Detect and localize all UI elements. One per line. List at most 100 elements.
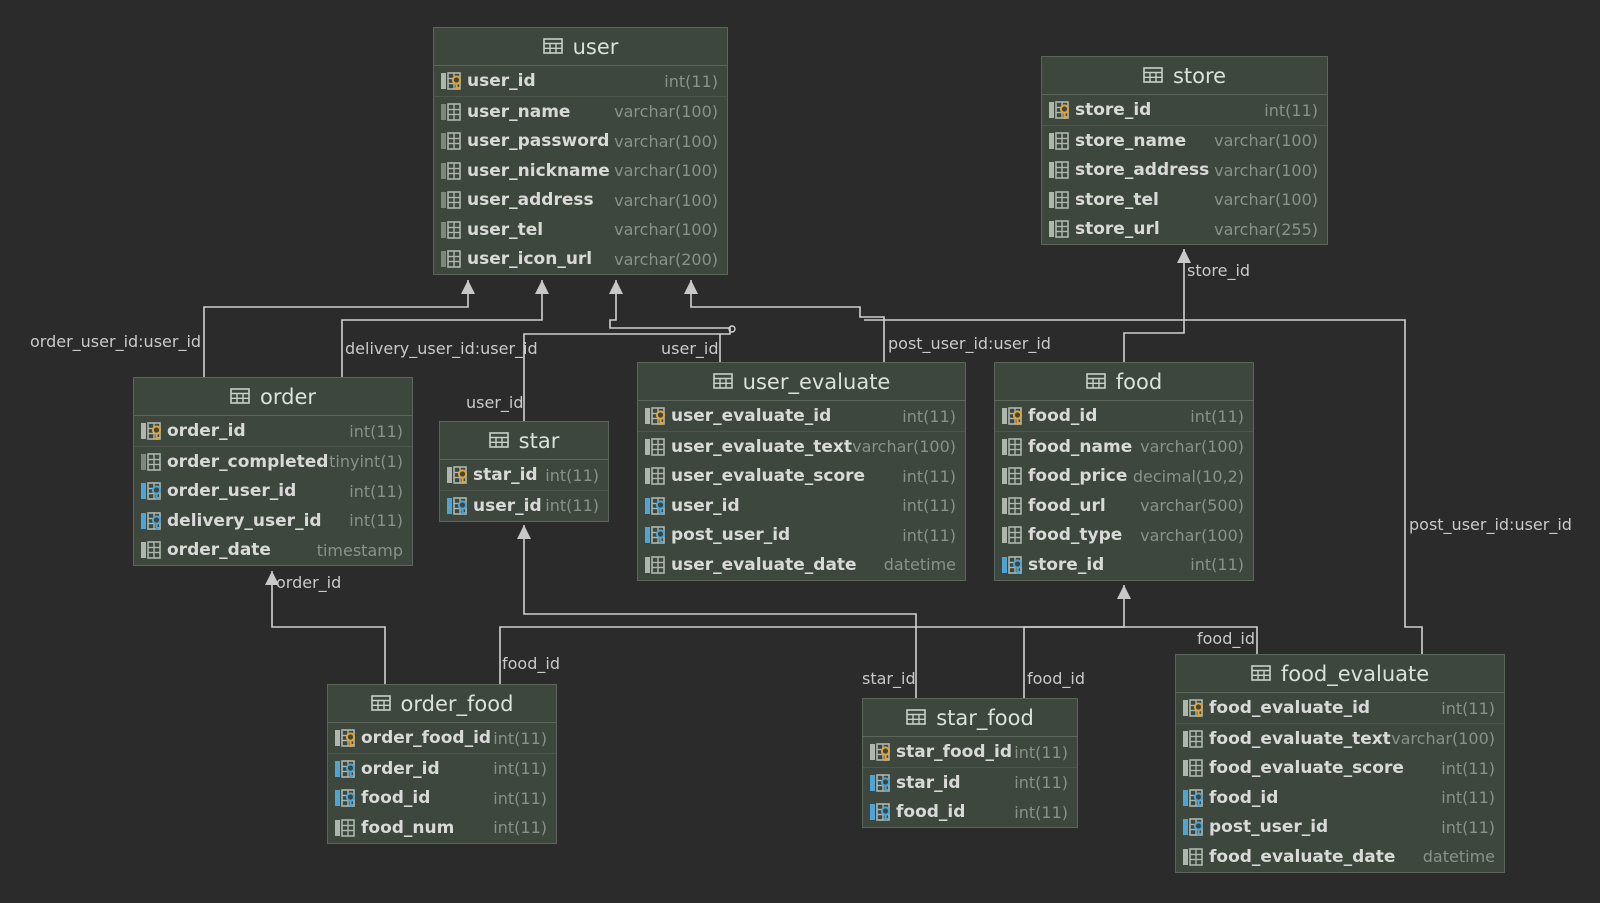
table-header[interactable]: store	[1042, 57, 1327, 95]
column-type: varchar(100)	[1214, 131, 1318, 151]
foreign-key-icon	[140, 481, 164, 501]
foreign-key-icon	[1182, 788, 1206, 808]
table-header[interactable]: star_food	[863, 699, 1077, 737]
table-header[interactable]: user_evaluate	[638, 363, 965, 401]
relation-line-sf-food[interactable]	[1023, 626, 1124, 698]
column-name: user_tel	[467, 219, 544, 240]
relation-line-ue-post[interactable]	[690, 280, 885, 362]
column-type: int(11)	[545, 465, 599, 485]
column-name: order_id	[361, 758, 440, 779]
column-type: int(11)	[1190, 406, 1244, 426]
table-header[interactable]: food	[995, 363, 1253, 401]
index-column-icon	[440, 249, 464, 269]
column-name: star_id	[896, 772, 961, 793]
relation-line-order-user[interactable]	[203, 280, 469, 377]
table-header[interactable]: order	[134, 378, 412, 416]
primary-key-icon	[334, 728, 358, 748]
column-icon	[1048, 131, 1072, 151]
relation-line-food-store[interactable]	[1123, 249, 1185, 362]
primary-key-icon	[140, 421, 164, 441]
relation-line-fe-post[interactable]	[864, 319, 1423, 654]
line-junction-icon	[728, 325, 736, 333]
relation-label-order-user: order_user_id:user_id	[30, 332, 202, 351]
relation-line-sf-star[interactable]	[523, 525, 917, 698]
relation-line-star-user[interactable]	[523, 280, 731, 421]
foreign-key-icon	[1001, 555, 1025, 575]
column-name: food_evaluate_text	[1209, 728, 1391, 749]
relation-line-fe-food[interactable]	[1124, 626, 1258, 654]
column-name: user_address	[467, 190, 594, 211]
table-icon	[906, 706, 926, 730]
column-type: int(11)	[493, 759, 547, 779]
primary-key-icon	[1048, 100, 1072, 120]
column-icon	[644, 466, 668, 486]
column-name: user_nickname	[467, 160, 610, 181]
column-type: varchar(100)	[1214, 160, 1318, 180]
column-type: int(11)	[493, 728, 547, 748]
table-header[interactable]: order_food	[328, 685, 556, 723]
relation-line-of-order[interactable]	[271, 571, 386, 684]
relation-label-food-store: store_id	[1187, 261, 1251, 280]
relation-line-order-delivery[interactable]	[341, 280, 543, 377]
arrow-head-icon	[265, 571, 279, 585]
table-header[interactable]: star	[440, 422, 608, 460]
relation-line-of-food[interactable]	[499, 585, 1125, 684]
column-name: user_id	[467, 71, 536, 91]
table-header[interactable]: food_evaluate	[1176, 655, 1504, 693]
table-header[interactable]: user	[434, 28, 727, 66]
column-row[interactable]: order_id int(11)	[328, 754, 556, 784]
